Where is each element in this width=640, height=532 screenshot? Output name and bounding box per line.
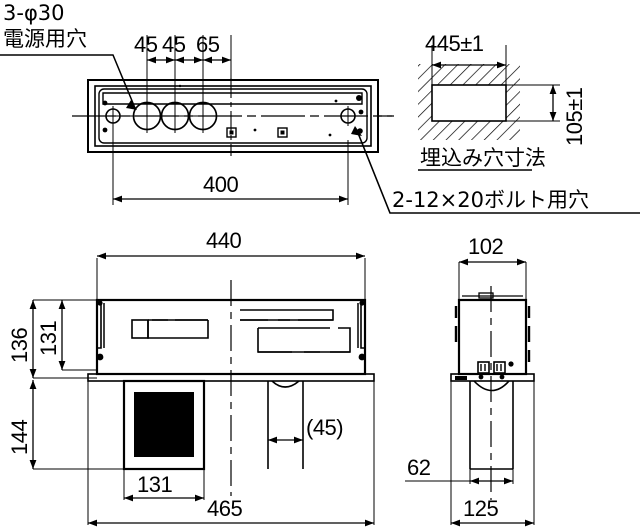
drop-height-144-text: 144 (7, 420, 32, 455)
side-view-base-tab-left (455, 376, 467, 380)
top-view-terminal-squares (226, 127, 288, 138)
front-view-lamp-housing (122, 379, 206, 471)
gap-reference-45-text: (45) (306, 415, 343, 440)
top-plan-view (72, 78, 394, 156)
side-view-base-dots (478, 374, 505, 380)
front-view-right-endcap (360, 303, 365, 349)
front-view-left-small-box (131, 319, 149, 339)
front-view-right-lower-box (257, 327, 351, 353)
side-view-base-plate (450, 373, 535, 382)
pitch-dim-45-a: 45 (134, 32, 158, 57)
power-hole-leader-line (0, 54, 136, 109)
body-height-136-text: 136 (7, 328, 32, 363)
inner-height-131-text: 131 (36, 321, 61, 356)
front-elevation-view (87, 280, 375, 496)
embed-width-text: 445±1 (425, 31, 484, 56)
side-view-terminal-blocks (477, 361, 514, 374)
base-depth-125-text: 125 (463, 496, 498, 521)
top-view-400-dimension-group: 400 (112, 126, 349, 205)
lamp-width-131-text: 131 (137, 472, 172, 497)
overall-run-400-text: 400 (203, 172, 238, 197)
front-view-drop-tube-notch (271, 380, 300, 388)
power-hole-name-text: 電源用穴 (3, 27, 87, 51)
side-view-125-dimension-group: 125 (450, 381, 535, 527)
power-hole-leader-arrow (126, 100, 137, 110)
front-view-lamp-aperture (134, 392, 194, 457)
front-view-vertical-dimension-group: 136 131 144 (7, 299, 124, 470)
power-hole-circles (130, 99, 220, 133)
side-view-102-dimension-group: 102 (458, 234, 527, 300)
power-hole-label-group: 3-φ30 電源用穴 (0, 1, 137, 110)
top-view-reflector-channel (102, 92, 363, 105)
side-view-body (457, 298, 528, 376)
front-view-left-long-box (147, 319, 209, 339)
embed-height-text: 105±1 (562, 87, 587, 146)
pitch-dim-65: 65 (196, 32, 220, 57)
top-view-pitch-dimension-group: 45 45 65 (134, 32, 232, 103)
power-hole-spec-text: 3-φ30 (3, 1, 65, 25)
base-width-465-text: 465 (207, 496, 242, 521)
front-view-465-dimension-group: 465 (87, 381, 375, 527)
overall-width-440-text: 440 (206, 228, 241, 253)
side-view-62-dimension-group: 62 (405, 455, 514, 485)
pitch-dim-45-b: 45 (162, 32, 186, 57)
embedded-hole-detail: 445±1 105±1 埋込み穴寸法 (378, 31, 587, 171)
side-view-drop-tube-notch (473, 380, 510, 392)
front-view-corner-dots (96, 300, 366, 361)
bolt-hole-leader-arrow (351, 126, 362, 136)
side-view-top-tab (478, 292, 494, 299)
bolt-hole-callout-text: 2-12×20ボルト用穴 (392, 188, 589, 212)
body-depth-102-text: 102 (468, 234, 503, 259)
side-elevation-view (450, 286, 535, 500)
side-view-edge-lugs (454, 306, 531, 362)
side-offset-62-text: 62 (407, 455, 431, 480)
front-view-440-dimension-group: 440 (96, 228, 366, 300)
front-view-lamp-width-dimension-group: 131 (123, 469, 205, 502)
front-view-right-upper-band (240, 309, 334, 321)
front-view-gap-reference-group: (45) (267, 383, 344, 444)
embed-hole-caption-text: 埋込み穴寸法 (420, 146, 546, 170)
embed-detail-opening (431, 84, 507, 122)
bolt-hole-callout-group: 2-12×20ボルト用穴 (351, 126, 640, 214)
bolt-hole-leader-line (357, 132, 640, 214)
front-view-left-endcap (97, 303, 102, 349)
top-view-rivet-dots (102, 84, 364, 137)
